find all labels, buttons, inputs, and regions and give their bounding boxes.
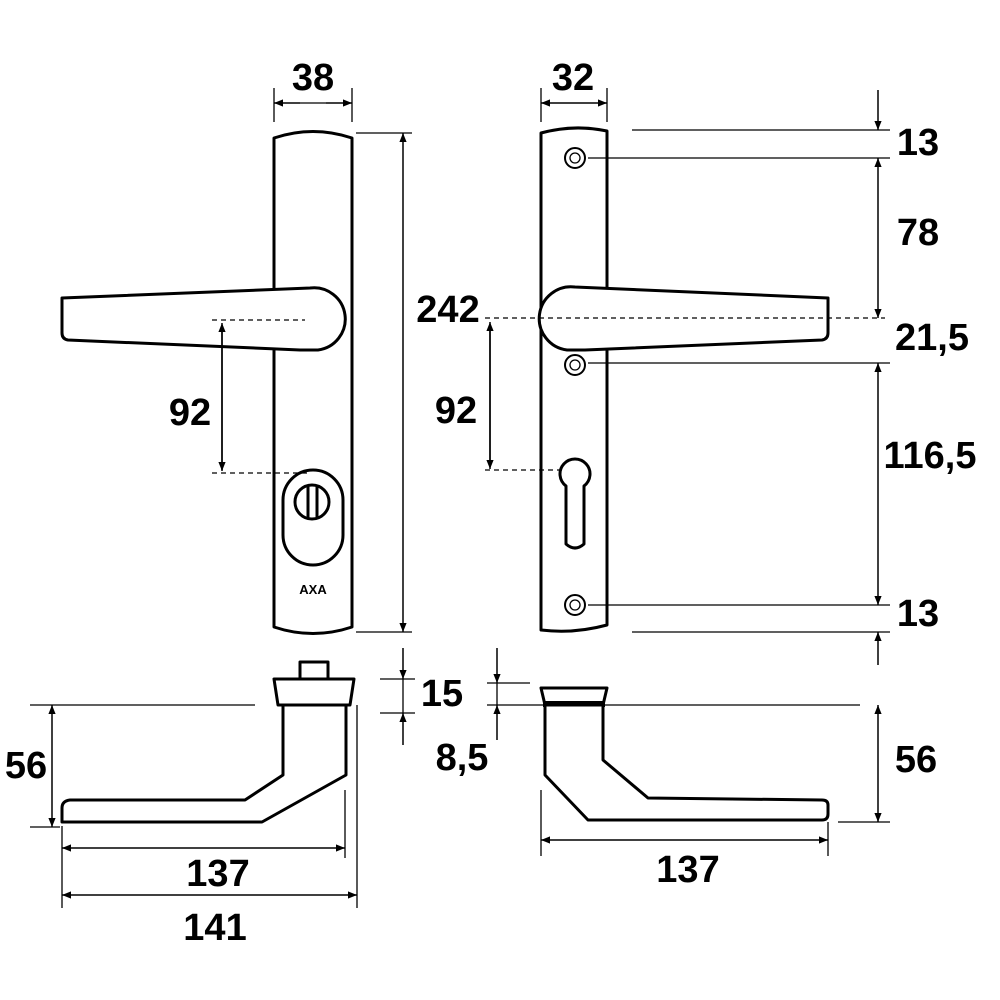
dim-rosette-height: 15 xyxy=(421,673,463,715)
screw-icon xyxy=(564,354,586,376)
dim-drop-left: 56 xyxy=(5,745,47,787)
dim-bottom-offset: 13 xyxy=(897,593,939,635)
dim-plate-height: 242 xyxy=(416,289,479,331)
dim-length-right: 137 xyxy=(656,849,719,891)
screw-icon xyxy=(564,147,586,169)
right-backplate xyxy=(539,126,609,633)
dim-plate-thickness: 8,5 xyxy=(436,737,489,779)
dim-top-offset: 13 xyxy=(897,122,939,164)
keyhole xyxy=(558,457,592,550)
dim-center-left: 92 xyxy=(169,392,211,434)
right-side-profile: 8,5 56 137 xyxy=(436,648,937,891)
left-front-view: AXA 92 38 242 xyxy=(60,57,480,635)
dim-screw-to-handle: 78 xyxy=(897,212,939,254)
thumb-turn xyxy=(293,483,331,521)
dim-handle-to-screw: 21,5 xyxy=(895,317,969,359)
dim-screw-to-screw: 116,5 xyxy=(884,435,977,477)
brand-logo: AXA xyxy=(299,582,327,597)
dim-width-left: 38 xyxy=(292,57,334,99)
screw-icon xyxy=(564,594,586,616)
dim-drop-right: 56 xyxy=(895,739,937,781)
left-lever-handle xyxy=(60,286,347,352)
left-side-profile: 56 137 141 15 xyxy=(5,648,463,949)
dim-width-right: 32 xyxy=(552,57,594,99)
dim-overall-length: 141 xyxy=(183,907,246,949)
dim-length-left: 137 xyxy=(186,853,249,895)
dim-center-right: 92 xyxy=(435,390,477,432)
right-front-view: 92 32 13 78 21,5 116,5 13 xyxy=(435,57,977,665)
rosette xyxy=(272,677,356,707)
right-lever-profile xyxy=(543,703,830,822)
left-lever-profile xyxy=(60,703,348,824)
